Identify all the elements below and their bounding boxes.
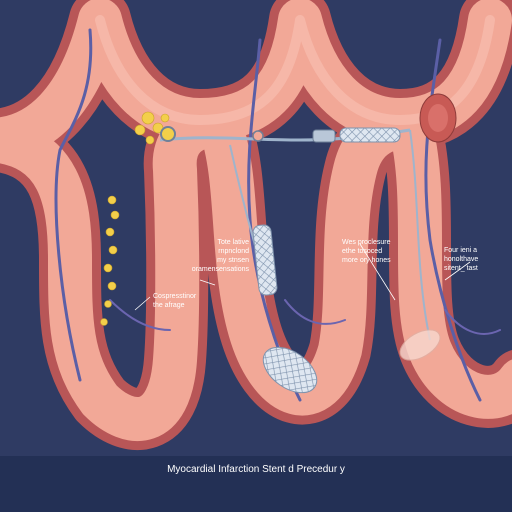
vein-branch bbox=[109, 299, 501, 335]
caption-bar bbox=[0, 456, 512, 512]
label-panel2: Tote lative rnpnclond my stnsen oramense… bbox=[191, 239, 249, 273]
balloon-icon bbox=[262, 329, 441, 394]
label-panel3: Wes proclesure ethe tosoced more ory hon… bbox=[342, 239, 391, 264]
label-leaders bbox=[134, 243, 471, 311]
target-lesion bbox=[419, 93, 457, 143]
artery-highlight bbox=[95, 15, 495, 125]
label-panel1: Cospresstinor the afrage bbox=[153, 293, 197, 309]
plaque-icon bbox=[100, 111, 170, 326]
diagram-caption: Myocardial Infarction Stent d Precedur y bbox=[167, 464, 345, 475]
vein-left bbox=[54, 28, 93, 382]
stent-icon bbox=[252, 127, 401, 296]
stent-mid bbox=[252, 224, 278, 296]
label-panel4: Four ieni a honolthave sitent_ tast bbox=[444, 247, 479, 272]
stent-top bbox=[339, 127, 401, 143]
artery-network bbox=[0, 0, 512, 450]
